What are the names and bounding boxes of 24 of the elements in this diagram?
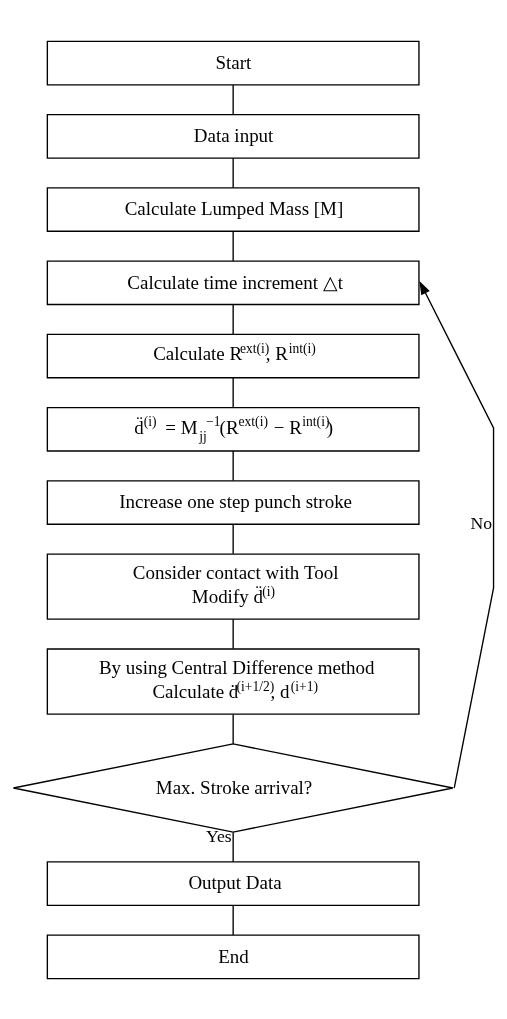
connector [232,230,234,262]
edge-label: No [470,512,493,533]
connector [232,303,234,335]
node-box: By using Central Difference method Calculate ḋ$^{(i+1/2)}$, d$^{(i+1)}$ [46,647,420,715]
node-box: Calculate time increment △t [46,259,420,305]
node-box: Consider contact with Tool Modify d̈$^{(i)}$ [46,552,420,620]
node-box: Data input [46,113,420,159]
connector [232,713,234,744]
arrow [419,280,495,789]
connector [232,618,234,649]
node-box: Start [46,40,420,85]
connector [232,376,234,408]
connector [232,523,234,554]
node-box: Calculate Lumped Mass [M] [46,186,420,232]
connector [232,904,234,936]
connector [232,449,234,481]
node-box: d̈$^{(i)}$ = M$_{jj}$$^{−1}$(R$^{ext(i)}$ − R$^{int(i)}$) [46,406,420,452]
node-box: Calculate R$^{ext(i)}$, R$^{int(i)}$ [46,333,420,378]
connector [232,831,234,863]
node-box: Increase one step punch stroke [46,479,420,525]
connector [232,156,234,188]
connector [232,83,234,115]
node-box: Output Data [46,860,420,906]
node-box: End [46,934,420,979]
